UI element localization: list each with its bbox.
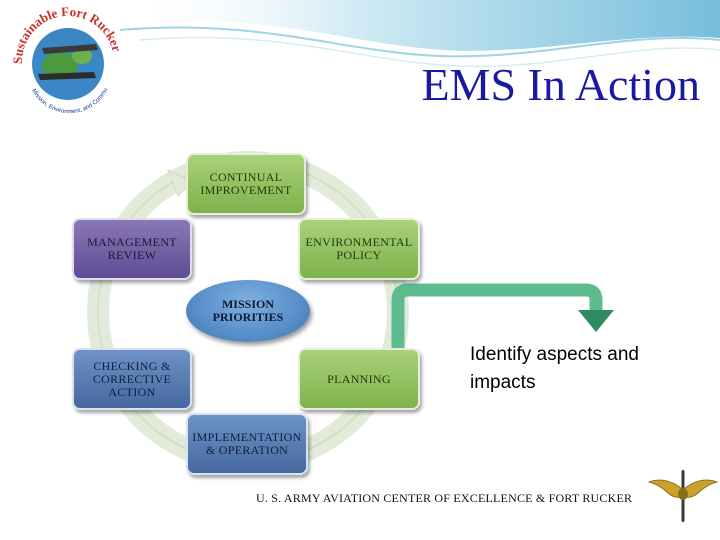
step-environmental-policy: ENVIRONMENTAL POLICY	[298, 218, 420, 280]
aviation-insignia-icon	[647, 468, 719, 524]
callout-text: Identify aspects and impacts	[470, 341, 700, 397]
top-wave	[120, 0, 720, 51]
step-implementation-operation: IMPLEMENTATION & OPERATION	[186, 413, 308, 475]
sustainable-fort-rucker-logo: Sustainable Fort Rucker Mission, Environ…	[8, 4, 128, 116]
step-checking-corrective-action: CHECKING & CORRECTIVE ACTION	[72, 348, 192, 410]
mission-priorities-center: MISSION PRIORITIES	[186, 280, 310, 342]
slide-title: EMS In Action	[360, 58, 700, 111]
callout-arrowhead	[578, 310, 614, 332]
step-planning: PLANNING	[298, 348, 420, 410]
footer-text: U. S. ARMY AVIATION CENTER OF EXCELLENCE…	[256, 491, 632, 506]
step-management-review: MANAGEMENT REVIEW	[72, 218, 192, 280]
step-continual-improvement: CONTINUAL IMPROVEMENT	[186, 153, 306, 215]
